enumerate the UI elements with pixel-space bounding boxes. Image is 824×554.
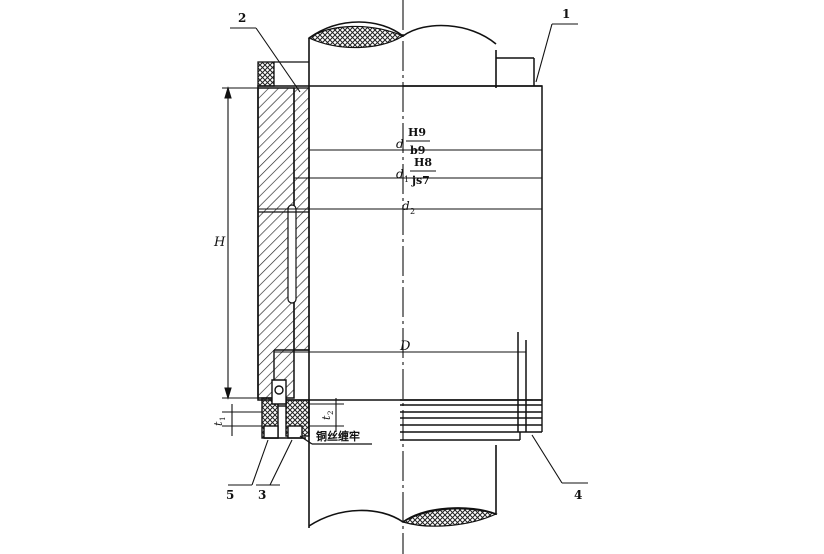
callout-1: 1 <box>562 7 570 21</box>
gland-rings <box>400 399 543 441</box>
dim-t2-subscript: 2 <box>327 411 335 415</box>
dim-t2-label: t 2 <box>320 411 335 420</box>
dim-d1-subscript: 1 <box>404 175 409 184</box>
dim-t1-symbol: t <box>212 421 225 426</box>
wire-binding-note: 铜丝缠牢 <box>315 429 360 443</box>
dim-d1-fit-bottom: js7 <box>411 174 430 187</box>
dim-d2-symbol: d <box>402 199 410 213</box>
wire-binding <box>299 435 372 445</box>
t1-dim <box>222 404 262 436</box>
height-dim <box>222 86 258 400</box>
dim-d1-symbol: d <box>396 167 404 181</box>
dim-d-fit-bottom: b9 <box>410 144 425 157</box>
diameter-dims <box>258 149 542 353</box>
dim-D-symbol: D <box>399 339 411 354</box>
dim-t1-label: t 1 <box>212 417 227 426</box>
dim-t2-symbol: t <box>320 415 333 420</box>
callout-2: 2 <box>238 11 246 25</box>
leader-lines <box>228 23 588 486</box>
dim-H-symbol: H <box>213 235 226 250</box>
callout-5: 5 <box>226 488 234 502</box>
t2-dim <box>309 398 344 432</box>
callout-4: 4 <box>574 488 582 502</box>
sleeve-section <box>257 87 310 399</box>
dim-d-symbol: d <box>396 137 404 151</box>
dim-d1-fit-top: H8 <box>414 156 432 169</box>
shaft-bottom-break-hatch <box>401 508 498 527</box>
dim-d2-subscript: 2 <box>410 207 415 216</box>
callout-3: 3 <box>258 488 266 502</box>
bottom-gland <box>261 379 310 439</box>
dim-d-fit-top: H9 <box>408 126 426 139</box>
top-step <box>257 61 309 87</box>
dim-t1-subscript: 1 <box>219 417 227 421</box>
